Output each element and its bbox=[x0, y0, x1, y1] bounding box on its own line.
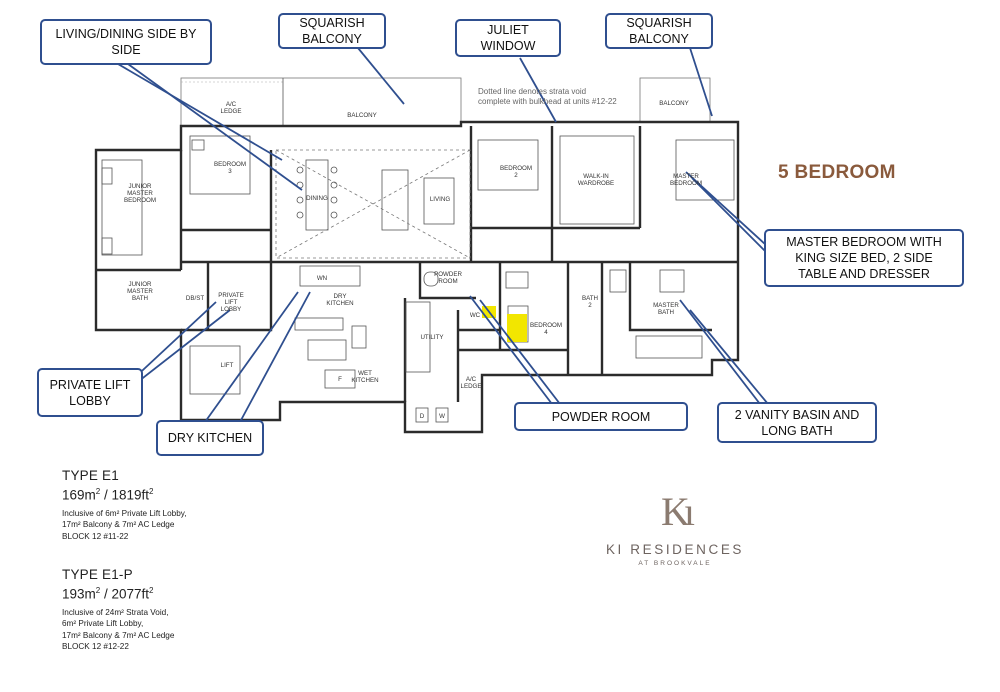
junior-bath-line1: JUNIOR bbox=[128, 281, 152, 288]
bath2-line2: 2 bbox=[588, 302, 592, 309]
type-area: 193m2 / 2077ft2 bbox=[62, 586, 154, 602]
wn-label: WN bbox=[317, 275, 327, 282]
spec-type-e1: TYPE E1 169m2 / 1819ft2 Inclusive of 6m²… bbox=[62, 468, 187, 542]
callout-private-lift-lobby: PRIVATE LIFT LOBBY bbox=[37, 368, 143, 417]
spec-line: BLOCK 12 #12-22 bbox=[62, 642, 129, 651]
spec-line: Inclusive of 24m² Strata Void, bbox=[62, 607, 169, 617]
callout-powder-room: POWDER ROOM bbox=[514, 402, 688, 431]
junior-bath-line3: BATH bbox=[132, 295, 148, 302]
spec-line: Inclusive of 6m² Private Lift Lobby, bbox=[62, 508, 187, 518]
brand-name: KI RESIDENCES bbox=[605, 542, 745, 557]
junior-bath-line2: MASTER bbox=[127, 288, 153, 295]
junior-master-line3: BEDROOM bbox=[124, 197, 156, 204]
bedroom2-line1: BEDROOM bbox=[500, 165, 532, 172]
dining-label: DINING bbox=[306, 195, 328, 202]
callout-vanity-bath: 2 VANITY BASIN AND LONG BATH bbox=[717, 402, 877, 443]
spec-type-e1p: TYPE E1-P 193m2 / 2077ft2 Inclusive of 2… bbox=[62, 567, 174, 653]
callout-dry-kitchen: DRY KITCHEN bbox=[156, 420, 264, 456]
bedroom-count-heading: 5 BEDROOM bbox=[778, 162, 896, 183]
master-bath-line1: MASTER bbox=[653, 302, 679, 309]
utility-label: UTILITY bbox=[420, 334, 443, 341]
fridge-label: F bbox=[338, 376, 342, 383]
plan-note-line1: Dotted line denotes strata void bbox=[478, 87, 586, 96]
dry-kitchen-line1: DRY bbox=[334, 293, 347, 300]
dbst-label: DB/ST bbox=[186, 295, 204, 302]
leader-lines bbox=[117, 47, 769, 423]
brand-mark: Kı bbox=[661, 489, 695, 534]
powder-line1: POWDER bbox=[434, 271, 462, 278]
wet-kitchen-line1: WET bbox=[358, 370, 372, 377]
ac-ledge-top-line2: LEDGE bbox=[221, 108, 242, 115]
type-name: TYPE E1 bbox=[62, 468, 119, 483]
bedroom3-line1: BEDROOM bbox=[214, 161, 246, 168]
room-labels: A/C LEDGE BALCONY BALCONY BEDROOM 3 JUNI… bbox=[124, 100, 702, 420]
walkin-line1: WALK-IN bbox=[583, 173, 609, 180]
dryer-label: D bbox=[420, 413, 425, 420]
brand-logo: Kı KI RESIDENCES AT BROOKVALE bbox=[590, 488, 760, 567]
lift-label: LIFT bbox=[221, 362, 234, 369]
master-bed-line2: BEDROOM bbox=[670, 180, 702, 187]
ac-ledge-top-line1: A/C bbox=[226, 101, 237, 108]
balcony-area bbox=[180, 77, 711, 127]
callout-balcony-1: SQUARISH BALCONY bbox=[278, 13, 386, 49]
type-name: TYPE E1-P bbox=[62, 567, 133, 582]
bedroom3-line2: 3 bbox=[228, 168, 232, 175]
spec-line: 17m² Balcony & 7m² AC Ledge bbox=[62, 630, 175, 640]
callout-master-bedroom: MASTER BEDROOM WITH KING SIZE BED, 2 SID… bbox=[764, 229, 964, 287]
master-bath-line2: BATH bbox=[658, 309, 674, 316]
bedroom4-line1: BEDROOM bbox=[530, 322, 562, 329]
lift-lobby-line2: LIFT bbox=[225, 299, 238, 306]
ac-ledge-bottom-line1: A/C bbox=[466, 376, 477, 383]
callout-juliet: JULIET WINDOW bbox=[455, 19, 561, 57]
powder-line2: ROOM bbox=[438, 278, 457, 285]
bath2-line1: BATH bbox=[582, 295, 598, 302]
lift-lobby-line1: PRIVATE bbox=[218, 292, 244, 299]
wet-kitchen-line2: KITCHEN bbox=[351, 377, 378, 384]
callout-living-dining: LIVING/DINING SIDE BY SIDE bbox=[40, 19, 212, 65]
callout-balcony-2: SQUARISH BALCONY bbox=[605, 13, 713, 49]
spec-line: BLOCK 12 #11-22 bbox=[62, 531, 129, 541]
junior-master-line1: JUNIOR bbox=[128, 183, 152, 190]
bedroom4-line2: 4 bbox=[544, 329, 548, 336]
lift-lobby-line3: LOBBY bbox=[221, 306, 242, 313]
plan-note-line2: complete with bulkhead at units #12-22 bbox=[478, 97, 617, 106]
bedroom2-line2: 2 bbox=[514, 172, 518, 179]
wc-label: WC bbox=[470, 312, 481, 319]
type-area: 169m2 / 1819ft2 bbox=[62, 487, 154, 503]
balcony-small-label: BALCONY bbox=[659, 100, 689, 107]
living-label: LIVING bbox=[430, 196, 450, 203]
balcony-main-label: BALCONY bbox=[347, 112, 377, 119]
dry-kitchen-line2: KITCHEN bbox=[326, 300, 353, 307]
spec-line: 17m² Balcony & 7m² AC Ledge bbox=[62, 520, 175, 529]
strata-void bbox=[275, 149, 471, 259]
ac-ledge-bottom-line2: LEDGE bbox=[461, 383, 482, 390]
washer-label: W bbox=[439, 413, 445, 420]
master-bed-line1: MASTER bbox=[673, 173, 699, 180]
walls bbox=[94, 120, 740, 434]
junior-master-line2: MASTER bbox=[127, 190, 153, 197]
brand-sub: AT BROOKVALE bbox=[638, 560, 712, 567]
walkin-line2: WARDROBE bbox=[578, 180, 614, 187]
spec-line: 6m² Private Lift Lobby, bbox=[62, 619, 144, 628]
